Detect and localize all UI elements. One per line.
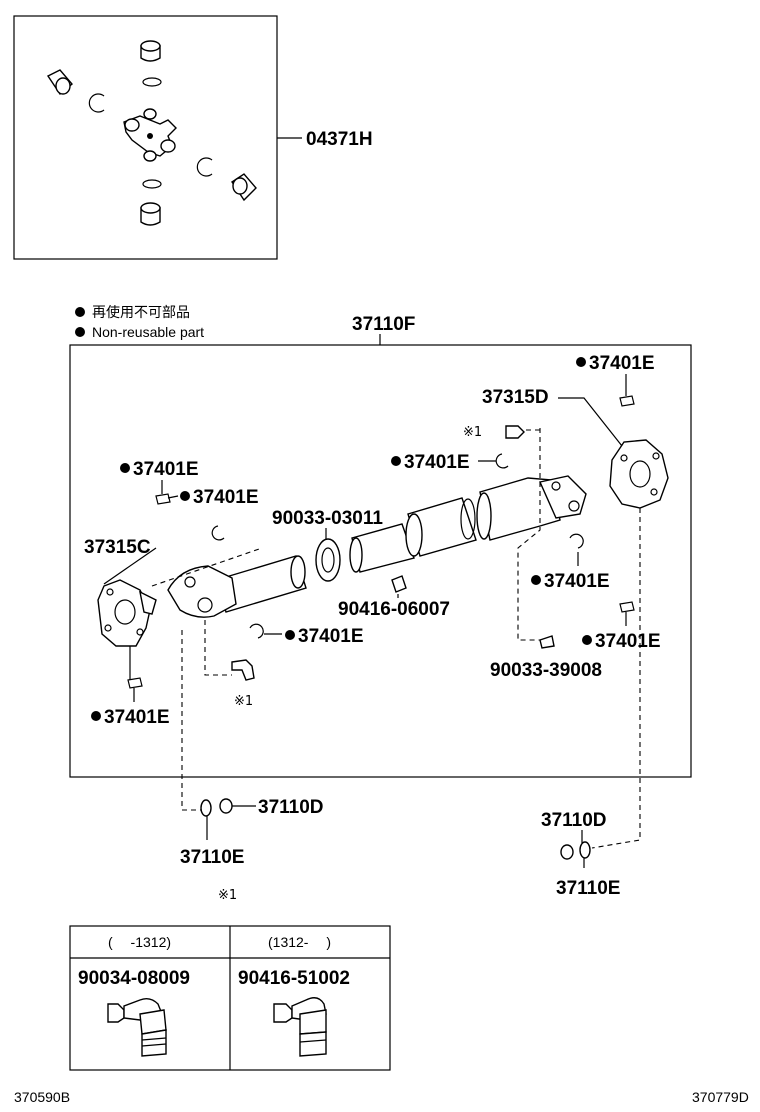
table-col2-part: 90416-51002	[238, 968, 350, 989]
label-37401E: 37401E	[133, 459, 199, 480]
flange-yoke-rear-part	[609, 439, 669, 509]
washer-37110D-right	[560, 844, 574, 860]
plug-bolt	[539, 635, 555, 649]
variant-table: ( -1312) (1312- ) 90034-08009 90416-5100…	[69, 925, 391, 1071]
note-ref-1: ※1	[463, 425, 482, 440]
snap-ring-bottom	[142, 179, 162, 189]
snap-ring-rear-center	[495, 453, 509, 469]
grease-fitting-top	[505, 425, 525, 439]
label-37110E: 37110E	[556, 878, 620, 899]
legend-bullet-icon	[75, 327, 85, 337]
bearing-cup-left	[46, 69, 73, 96]
snap-ring-top	[142, 77, 162, 87]
assembly-labels: 37401E 37315D ※1 37401E 37401E 37401E 90…	[84, 353, 661, 728]
table-col1-header: ( -1312)	[108, 934, 171, 950]
table-note-ref: ※1	[218, 888, 237, 903]
label-90416-06007: 90416-06007	[338, 599, 450, 620]
non-reusable-bullet-icon	[531, 575, 541, 585]
label-37110D: 37110D	[541, 810, 607, 831]
snap-ring-rear-top	[619, 395, 635, 407]
snap-ring-front-lower	[249, 623, 264, 639]
snap-ring-front-upper	[211, 525, 225, 541]
kit-part-number: 04371H	[306, 129, 373, 150]
label-90033-03011: 90033-03011	[272, 508, 383, 529]
legend-bullet-icon	[75, 307, 85, 317]
non-reusable-bullet-icon	[582, 635, 592, 645]
label-90033-39008: 90033-39008	[490, 660, 602, 681]
snap-rings	[127, 395, 635, 689]
footer-right-ref: 370779D	[692, 1089, 749, 1105]
snap-ring-rear-bottom	[619, 601, 635, 613]
washer-parts	[200, 798, 591, 860]
bearing-cup-right	[231, 173, 257, 202]
grease-fitting-angled-part	[273, 997, 327, 1057]
non-reusable-bullet-icon	[120, 463, 130, 473]
label-37401E: 37401E	[193, 487, 259, 508]
spider-joint-part	[123, 108, 177, 162]
grease-fittings	[231, 425, 555, 681]
bearing-cup-top	[140, 40, 161, 62]
propeller-shaft-part	[167, 475, 587, 618]
flange-yoke-front-part	[97, 579, 157, 647]
snap-ring-right	[196, 157, 213, 177]
leader-lines	[103, 374, 627, 868]
legend-japanese-text: 再使用不可部品	[92, 304, 190, 320]
legend-english-text: Non-reusable part	[92, 324, 204, 340]
label-37401E: 37401E	[595, 631, 661, 652]
dashed-leaders	[151, 428, 641, 849]
grease-fitting-left	[231, 659, 255, 681]
table-col1-part: 90034-08009	[78, 968, 190, 989]
snap-ring-front-bottom	[127, 677, 143, 689]
table-col2-header: (1312- )	[268, 934, 331, 950]
label-37110D: 37110D	[258, 797, 324, 818]
label-37401E: 37401E	[298, 626, 364, 647]
non-reusable-bullet-icon	[391, 456, 401, 466]
washer-37110D-left	[219, 798, 233, 814]
bearing-cup-bottom	[140, 202, 161, 226]
non-reusable-bullet-icon	[576, 357, 586, 367]
note-ref-1: ※1	[234, 694, 253, 709]
legend: 再使用不可部品 Non-reusable part	[75, 304, 204, 340]
label-37110E: 37110E	[180, 847, 244, 868]
kit-box: 04371H	[13, 15, 373, 260]
grease-fitting-angled-part	[107, 997, 167, 1057]
assembly-part-number: 37110F	[352, 314, 415, 335]
washer-37110E-right	[579, 841, 591, 859]
non-reusable-bullet-icon	[180, 491, 190, 501]
snap-ring-rear-lower	[569, 533, 584, 549]
non-reusable-bullet-icon	[285, 630, 295, 640]
snap-ring-left	[88, 93, 105, 113]
washer-37110E-left	[200, 799, 212, 817]
label-37401E: 37401E	[104, 707, 170, 728]
label-37401E: 37401E	[589, 353, 655, 374]
label-37401E: 37401E	[544, 571, 610, 592]
label-37315C: 37315C	[84, 537, 151, 558]
label-37401E: 37401E	[404, 452, 470, 473]
non-reusable-bullet-icon	[91, 711, 101, 721]
grease-fitting-center	[391, 575, 407, 593]
snap-ring-front-top	[155, 493, 171, 505]
footer-left-ref: 370590B	[14, 1089, 70, 1105]
label-37315D: 37315D	[482, 387, 549, 408]
